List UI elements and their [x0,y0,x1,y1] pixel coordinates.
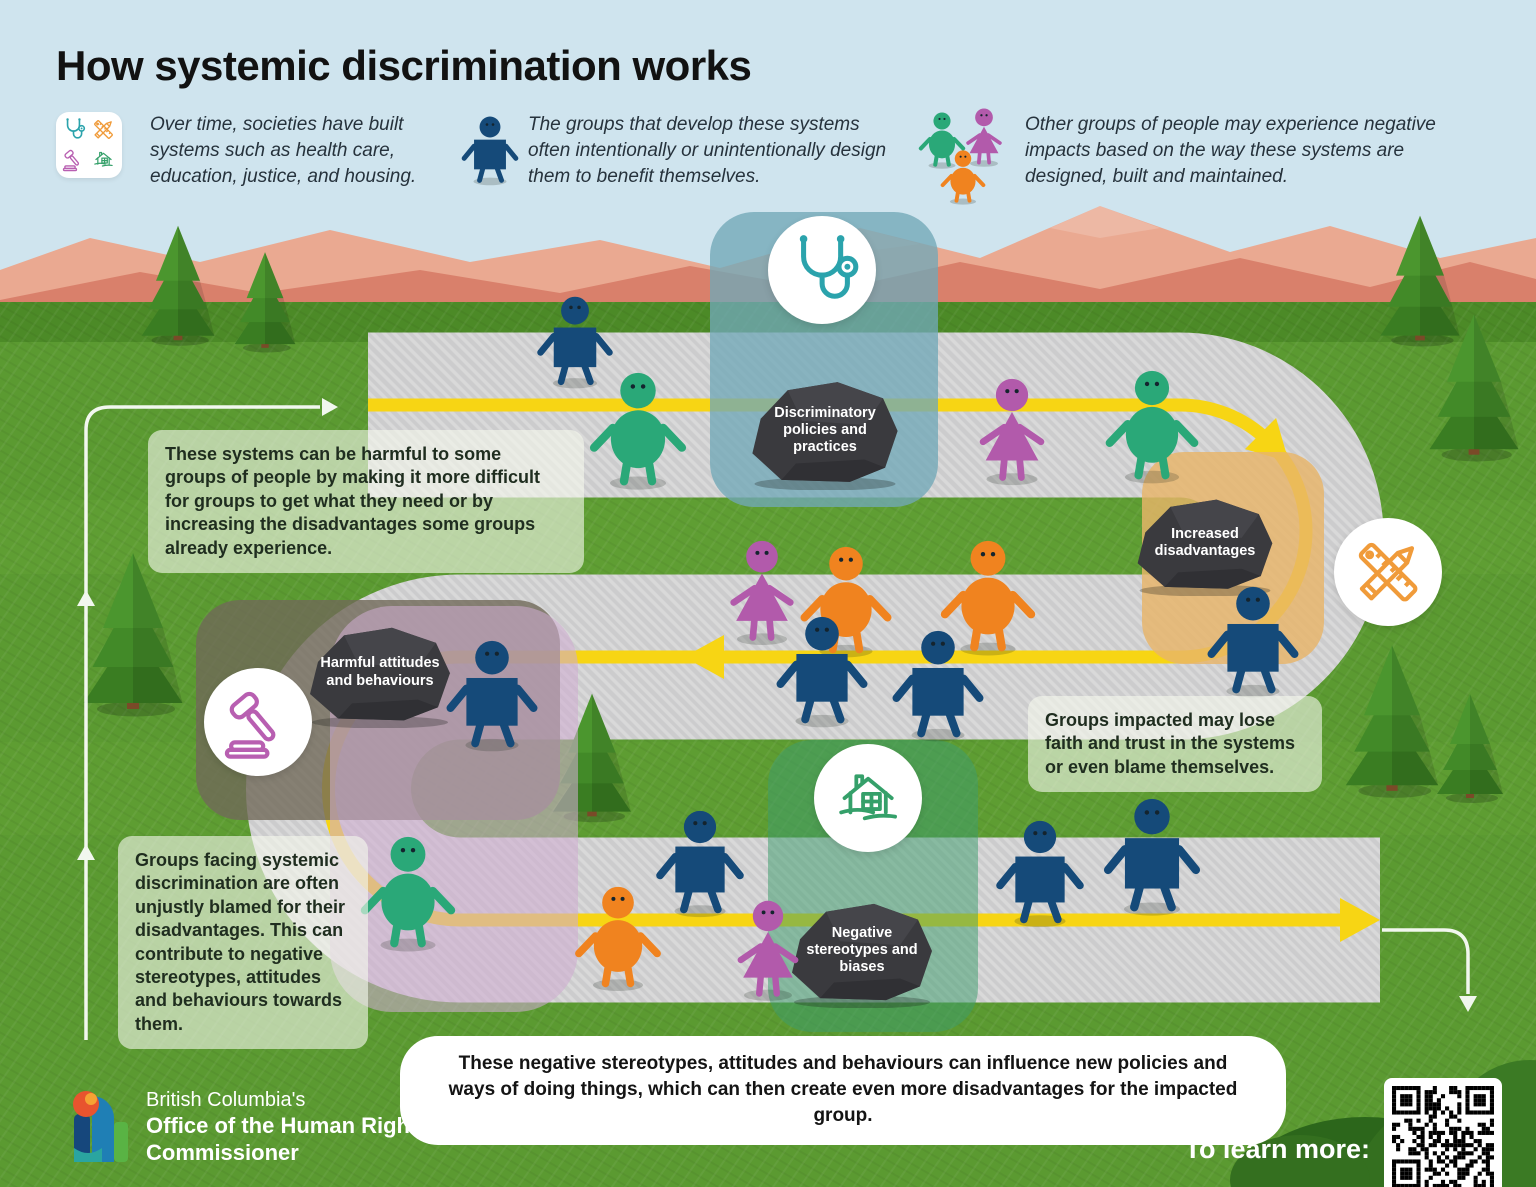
org-logo-text: British Columbia's Office of the Human R… [146,1088,430,1168]
callout-harmful-systems: These systems can be harmful to some gro… [148,430,584,573]
org-logo: British Columbia's Office of the Human R… [70,1088,430,1168]
intro-systems-text: Over time, societies have built systems … [150,114,417,188]
flow-arrow-west [684,635,724,679]
housing-station [814,744,922,852]
intro-impacted-text: Other groups of people may experience ne… [1025,114,1436,188]
rock-label: Negative stereotypes and biases [806,924,918,976]
org-line2: Office of the Human Rights [146,1113,430,1138]
rock-label: Increased disadvantages [1154,525,1256,559]
org-line1: British Columbia's [146,1089,306,1111]
rock-increased-disadvantages: Increased disadvantages [1128,496,1282,596]
callout-lose-faith: Groups impacted may lose faith and trust… [1028,696,1322,793]
tree [1429,314,1519,462]
house-icon [826,756,910,840]
education-station [1334,518,1442,626]
tree [1345,645,1439,798]
rock-shape [310,627,450,728]
qr-code [1384,1078,1502,1187]
stethoscope-mini-icon [60,116,87,143]
house-mini-icon [90,146,117,173]
rock-shape [1137,499,1273,596]
flow-arrow-southeast [1244,417,1289,462]
trees [83,215,1519,823]
rock-harmful-attitudes: Harmful attitudes and behaviours [300,624,460,728]
org-line3: Commissioner [146,1139,299,1165]
flow-arrow-east [1340,898,1380,942]
pencil-ruler-mini-icon [90,116,117,143]
org-logo-mark [73,1091,128,1162]
feedback-loop-arrows [77,398,1477,1040]
rock-shape [752,382,898,490]
callout-cycle: These negative stereotypes, attitudes an… [400,1036,1286,1145]
tree [83,553,183,717]
rock-label: Harmful attitudes and behaviours [320,655,440,689]
rock-label: Discriminatory policies and practices [774,404,876,456]
tree [1380,215,1460,347]
systems-icon-box [56,112,122,178]
tree [1437,694,1503,803]
qr-code-pattern [1392,1086,1494,1187]
tree [234,252,296,353]
tree [141,225,215,346]
gavel-mini-icon [60,146,87,173]
justice-station [204,668,312,776]
page-title: How systemic discrimination works [56,42,752,89]
stethoscope-icon [780,228,864,312]
pencil-ruler-icon [1346,530,1430,614]
healthcare-station [768,216,876,324]
gavel-icon [216,680,300,764]
rock-negative-stereotypes: Negative stereotypes and biases [782,900,942,1008]
rock-discriminatory-policies: Discriminatory policies and practices [742,378,908,490]
intro-designers-text: The groups that develop these systems of… [528,114,887,188]
rock-shape [792,903,932,1008]
callout-unjustly-blamed: Groups facing systemic discrimination ar… [118,836,368,1050]
learn-more-label: To learn more: [1184,1134,1370,1164]
